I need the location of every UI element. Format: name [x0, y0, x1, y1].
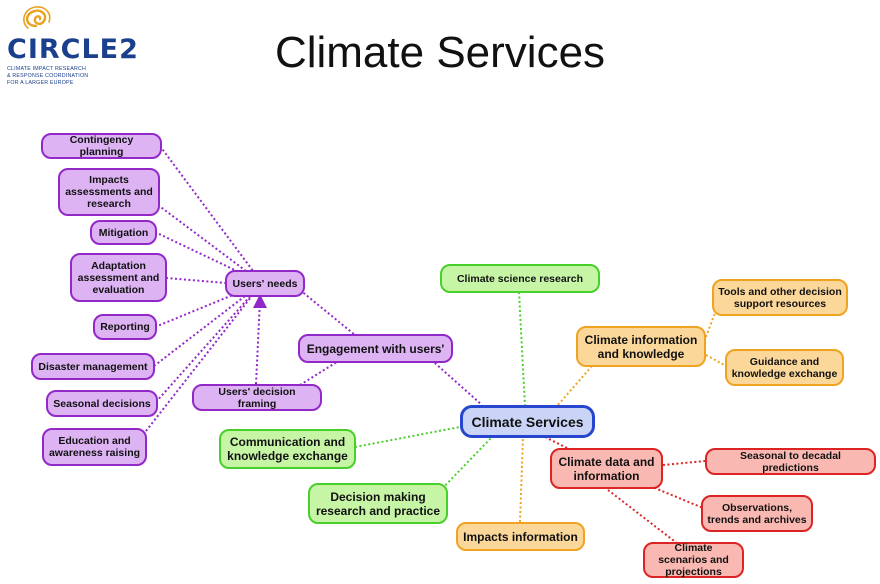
- node-users-decision-framing: Users' decision framing: [192, 384, 322, 411]
- node-seasonal-predictions: Seasonal to decadal predictions: [705, 448, 876, 475]
- slide-title: Climate Services: [274, 28, 606, 77]
- logo-tagline-3: FOR A LARGER EUROPE: [7, 80, 74, 86]
- link-science-center: [518, 291, 526, 407]
- link-data-observations: [649, 485, 704, 509]
- swirl-icon: [23, 6, 51, 29]
- link-data-scenarios: [607, 489, 679, 545]
- node-observations: Observations, trends and archives: [701, 495, 813, 532]
- node-engagement-with-users: Engagement with users': [298, 334, 453, 363]
- link-info-tools: [705, 309, 717, 338]
- node-mitigation: Mitigation: [90, 220, 157, 245]
- link-info-guidance: [705, 354, 727, 367]
- node-impacts-information: Impacts information: [456, 522, 585, 551]
- link-impacts-center: [519, 436, 524, 523]
- link-info-center: [556, 365, 593, 407]
- node-adaptation: Adaptation assessment and evaluation: [70, 253, 167, 302]
- link-mitigation: [154, 231, 263, 284]
- link-communication-center: [354, 426, 461, 448]
- node-impacts-assessments: Impacts assessments and research: [58, 168, 160, 216]
- node-climate-services-center: Climate Services: [460, 405, 595, 438]
- node-climate-science-research: Climate science research: [440, 264, 600, 293]
- link-framing-needs: [255, 299, 261, 385]
- node-reporting: Reporting: [93, 314, 157, 340]
- node-tools: Tools and other decision support resourc…: [712, 279, 848, 316]
- link-contingency: [159, 145, 263, 284]
- node-communication: Communication and knowledge exchange: [219, 429, 356, 469]
- node-climate-data: Climate data and information: [550, 448, 663, 489]
- node-disaster-management: Disaster management: [31, 353, 155, 380]
- node-climate-information: Climate information and knowledge: [576, 326, 706, 367]
- node-education: Education and awareness raising: [42, 428, 147, 466]
- node-decision-making: Decision making research and practice: [308, 483, 448, 524]
- node-seasonal-decisions: Seasonal decisions: [46, 390, 158, 417]
- node-guidance: Guidance and knowledge exchange: [725, 349, 844, 386]
- link-framing-engagement: [299, 359, 341, 386]
- link-adaptation: [165, 277, 227, 284]
- arrow-head-icon: [253, 294, 267, 308]
- node-scenarios: Climate scenarios and projections: [643, 542, 744, 578]
- link-data-seasonal: [662, 460, 706, 466]
- logo-wordmark: CIRCLE2: [7, 34, 139, 65]
- node-users-needs: Users' needs: [225, 270, 305, 297]
- logo-tagline-1: CLIMATE IMPACT RESEARCH: [7, 66, 87, 72]
- logo-tagline-2: & RESPONSE COORDINATION: [7, 73, 89, 79]
- circle2-logo: CIRCLE2 CLIMATE IMPACT RESEARCH & RESPON…: [4, 4, 164, 94]
- node-contingency-planning: Contingency planning: [41, 133, 162, 159]
- link-needs-engagement: [299, 289, 356, 336]
